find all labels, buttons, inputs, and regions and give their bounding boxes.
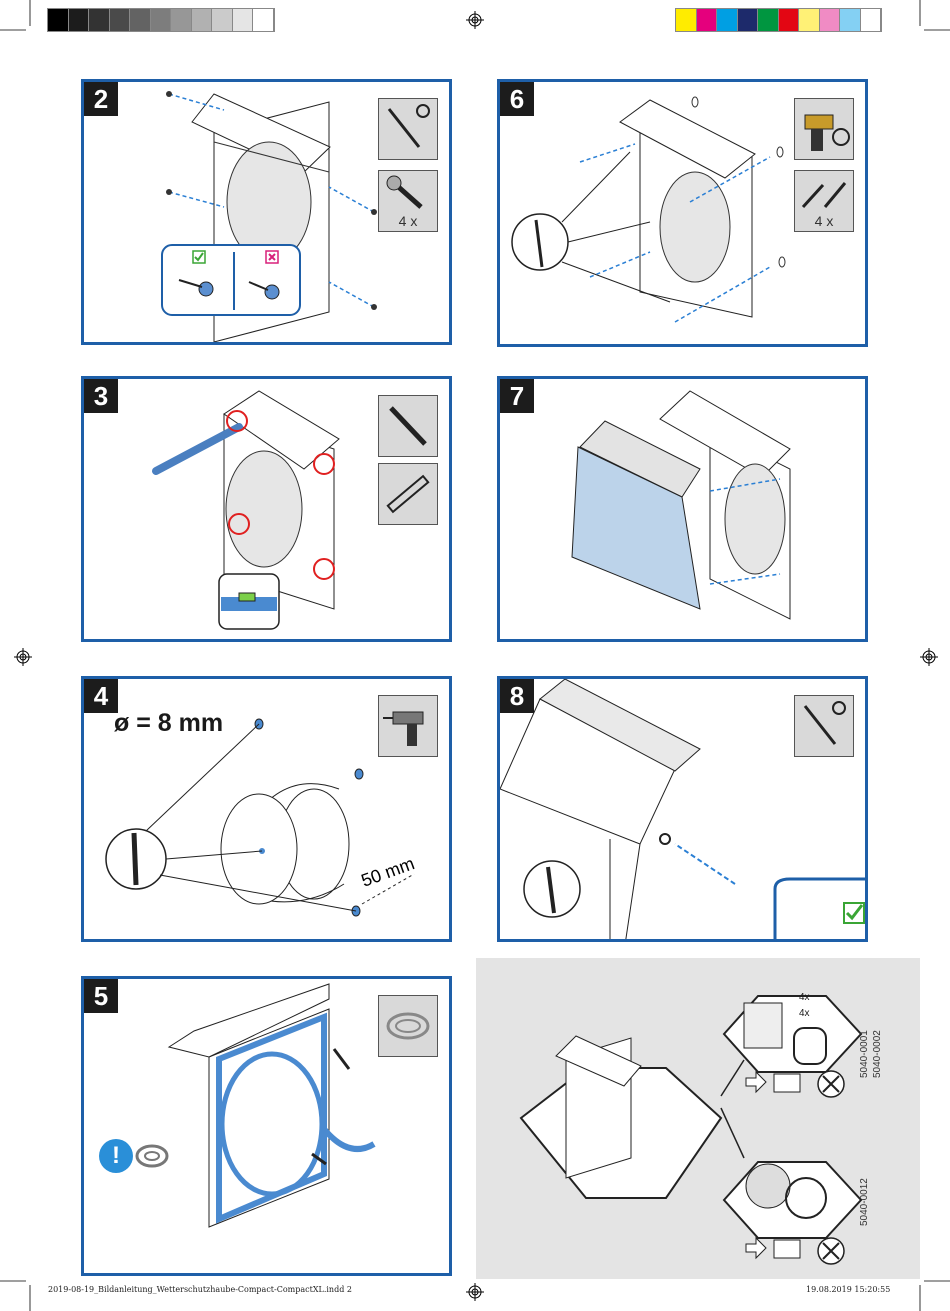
step-number: 2 <box>84 82 118 116</box>
kit-1-quantity-b: 4x <box>799 1008 810 1019</box>
step-7-panel: 7 <box>497 376 868 642</box>
gasket-roll-icon <box>135 1144 169 1168</box>
gasket-illustration <box>167 983 376 1228</box>
spirit-level-icon <box>378 463 438 525</box>
registration-mark-icon <box>14 648 32 666</box>
distance-text: 50 mm <box>359 853 417 891</box>
drill-icon <box>794 98 854 160</box>
step-5-panel: 5 ! <box>81 976 452 1276</box>
notice-badge: ! <box>99 1139 133 1173</box>
grayscale-color-bar <box>47 8 275 32</box>
final-screw-illustration <box>500 679 865 939</box>
process-color-bar <box>675 8 882 32</box>
kit-1-quantity-a: 4x <box>799 992 810 1003</box>
accessories-illustration <box>519 995 863 1265</box>
distance-label: 50 mm <box>359 853 417 891</box>
cover-attach-illustration <box>571 390 791 620</box>
registration-mark-icon <box>920 648 938 666</box>
pencil-icon <box>378 395 438 457</box>
drill-diameter-label: ø = 8 mm <box>114 709 224 737</box>
footer-filename: 2019-08-19_Bildanleitung_Wetterschutzhau… <box>48 1285 352 1294</box>
marking-illustration <box>152 390 340 630</box>
check-icon <box>192 250 206 264</box>
screw-quantity: 4 x <box>814 213 834 229</box>
step-8-panel: 8 <box>497 676 868 942</box>
registration-mark-icon <box>466 11 484 29</box>
step-3-panel: 3 <box>81 376 452 642</box>
screw-icon: 4 x <box>794 170 854 232</box>
screwdriver-icon <box>378 98 438 160</box>
step-number: 4 <box>84 679 118 713</box>
drilling-illustration <box>105 718 415 917</box>
kit-1-code-b: 5040-0002 <box>872 1030 883 1078</box>
step-number: 7 <box>500 379 534 413</box>
step-number: 8 <box>500 679 534 713</box>
step-6-panel: 6 4 x <box>497 79 868 347</box>
kit-1-code-a: 5040-0001 <box>859 1030 870 1078</box>
step-number: 6 <box>500 82 534 116</box>
screw-quantity: 4 x <box>398 213 418 229</box>
footer-datetime: 19.08.2019 15:20:55 <box>806 1285 891 1294</box>
registration-mark-icon <box>466 1283 484 1301</box>
screw-icon: 4 x <box>378 170 438 232</box>
wall-mount-illustration <box>511 96 786 323</box>
accessories-section: 4x 4x 5040-0001 5040-0002 5040-0012 <box>476 958 920 1279</box>
gasket-roll-icon <box>378 995 438 1057</box>
step-4-panel: 4 ø = 8 mm 50 mm <box>81 676 452 942</box>
check-icon <box>843 902 865 924</box>
cross-icon <box>265 250 279 264</box>
drill-icon <box>378 695 438 757</box>
step-number: 5 <box>84 979 118 1013</box>
step-number: 3 <box>84 379 118 413</box>
kit-2-code: 5040-0012 <box>859 1178 870 1226</box>
step-2-panel: 2 4 x <box>81 79 452 345</box>
hood-screw-illustration <box>161 91 377 342</box>
screwdriver-icon <box>794 695 854 757</box>
